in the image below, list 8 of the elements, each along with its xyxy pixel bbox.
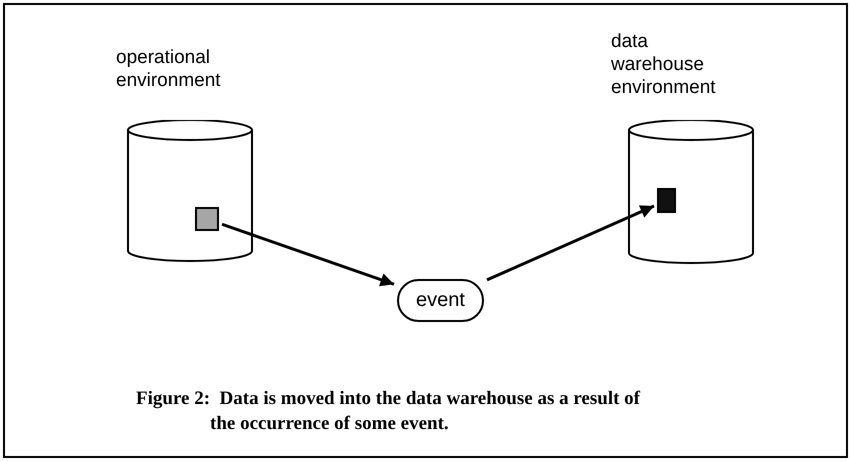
arrow: [486, 204, 655, 282]
figure-caption: Figure 2: Data is moved into the data warehouse as a result of the occurrence of some event.: [136, 387, 642, 436]
event-pill: event: [397, 279, 484, 322]
node-heading: operational environment: [116, 46, 222, 92]
data-record-square: [195, 207, 219, 231]
node-heading: data warehouse environment: [611, 30, 717, 99]
data-record-square: [657, 188, 676, 213]
arrow: [222, 222, 394, 286]
